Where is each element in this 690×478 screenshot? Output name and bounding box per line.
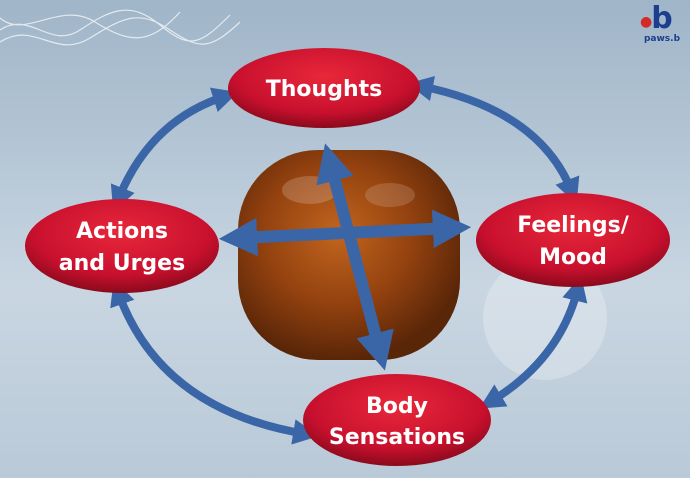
- node-body-sensations: Body Sensations: [303, 374, 491, 466]
- node-thoughts: Thoughts: [228, 48, 420, 128]
- cycle-arrows: [110, 75, 588, 445]
- node-body-label-line2: Sensations: [329, 425, 465, 450]
- arrow-thoughts-feelings: [407, 75, 580, 204]
- cross-arrow-horizontal: [218, 209, 472, 257]
- node-actions-label-line1: Actions: [76, 219, 168, 244]
- node-feelings-label-line2: Mood: [539, 245, 607, 270]
- node-actions-urges: Actions and Urges: [25, 199, 219, 293]
- arrow-actions-thoughts: [110, 87, 239, 212]
- bun-cross-arrows: [218, 143, 472, 371]
- paw-icon: ●: [640, 14, 653, 30]
- node-feelings: Feelings/ Mood: [476, 193, 670, 287]
- node-feelings-label-line1: Feelings/: [517, 213, 630, 238]
- arrow-feelings-body: [479, 275, 588, 409]
- cross-arrow-vertical: [316, 143, 394, 371]
- node-thoughts-label: Thoughts: [266, 77, 382, 102]
- logo-letter: b: [651, 1, 673, 36]
- pawsb-logo: ● b paws.b: [640, 4, 684, 48]
- node-actions-label-line2: and Urges: [59, 251, 185, 276]
- logo-text: paws.b: [643, 34, 681, 44]
- arrow-body-actions: [110, 279, 319, 445]
- decorative-waves: [0, 9, 241, 46]
- node-body-label-line1: Body: [366, 394, 428, 419]
